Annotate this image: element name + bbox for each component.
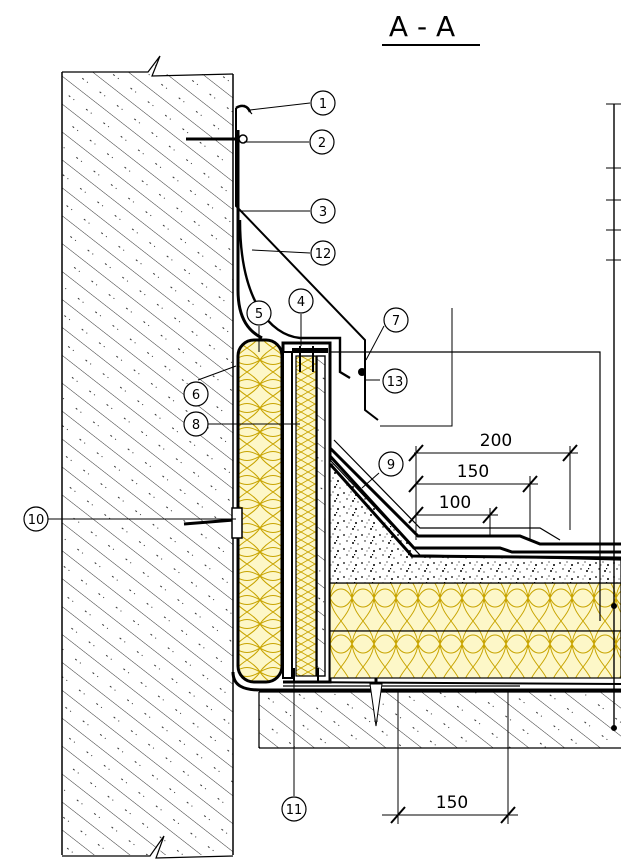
callout-13: 13 [382, 368, 408, 394]
dim-150-upper: 150 [457, 462, 489, 482]
section-title: A - A [382, 10, 480, 46]
callout-6: 6 [183, 381, 209, 407]
callout-10: 10 [23, 506, 49, 532]
callout-8: 8 [183, 411, 209, 437]
callout-7: 7 [383, 307, 409, 333]
leader-lines [48, 102, 385, 796]
callout-9: 9 [378, 451, 404, 477]
callout-5: 5 [246, 300, 272, 326]
callout-4: 4 [288, 288, 314, 314]
svg-text:6: 6 [192, 388, 200, 403]
callout-11: 11 [281, 796, 307, 822]
concrete-wall [61, 55, 234, 859]
svg-text:10: 10 [28, 513, 45, 528]
svg-text:12: 12 [315, 247, 332, 262]
fix-13 [358, 368, 366, 376]
dim-150-lower: 150 [436, 793, 468, 813]
dim-100: 100 [439, 493, 471, 513]
roof-membranes [328, 439, 621, 560]
svg-text:5: 5 [255, 307, 263, 322]
roof-slab [258, 691, 621, 749]
top-break-line [62, 55, 234, 77]
roof-insulation [329, 582, 621, 679]
svg-text:1: 1 [319, 97, 327, 112]
callout-3: 3 [310, 198, 336, 224]
svg-text:7: 7 [392, 314, 400, 329]
wall-insulation [236, 338, 284, 684]
membrane-wrap [231, 130, 621, 692]
svg-text:3: 3 [319, 205, 327, 220]
flashing [235, 104, 379, 421]
dimensions: 200 150 100 150 [382, 431, 578, 824]
bottom-break-line [62, 835, 234, 859]
anchor-bolt-wall [183, 518, 235, 526]
parapet-core [281, 341, 332, 684]
svg-text:8: 8 [192, 418, 200, 433]
svg-text:11: 11 [286, 803, 303, 818]
svg-text:4: 4 [297, 295, 305, 310]
callout-1: 1 [310, 90, 336, 116]
upturn [330, 103, 621, 731]
section-title-text: A - A [389, 10, 455, 43]
svg-text:13: 13 [387, 375, 404, 390]
callout-12: 12 [310, 240, 336, 266]
callout-2: 2 [309, 129, 335, 155]
svg-text:2: 2 [318, 136, 326, 151]
svg-text:9: 9 [387, 458, 395, 473]
fixings [183, 134, 383, 727]
dim-200: 200 [480, 431, 512, 451]
